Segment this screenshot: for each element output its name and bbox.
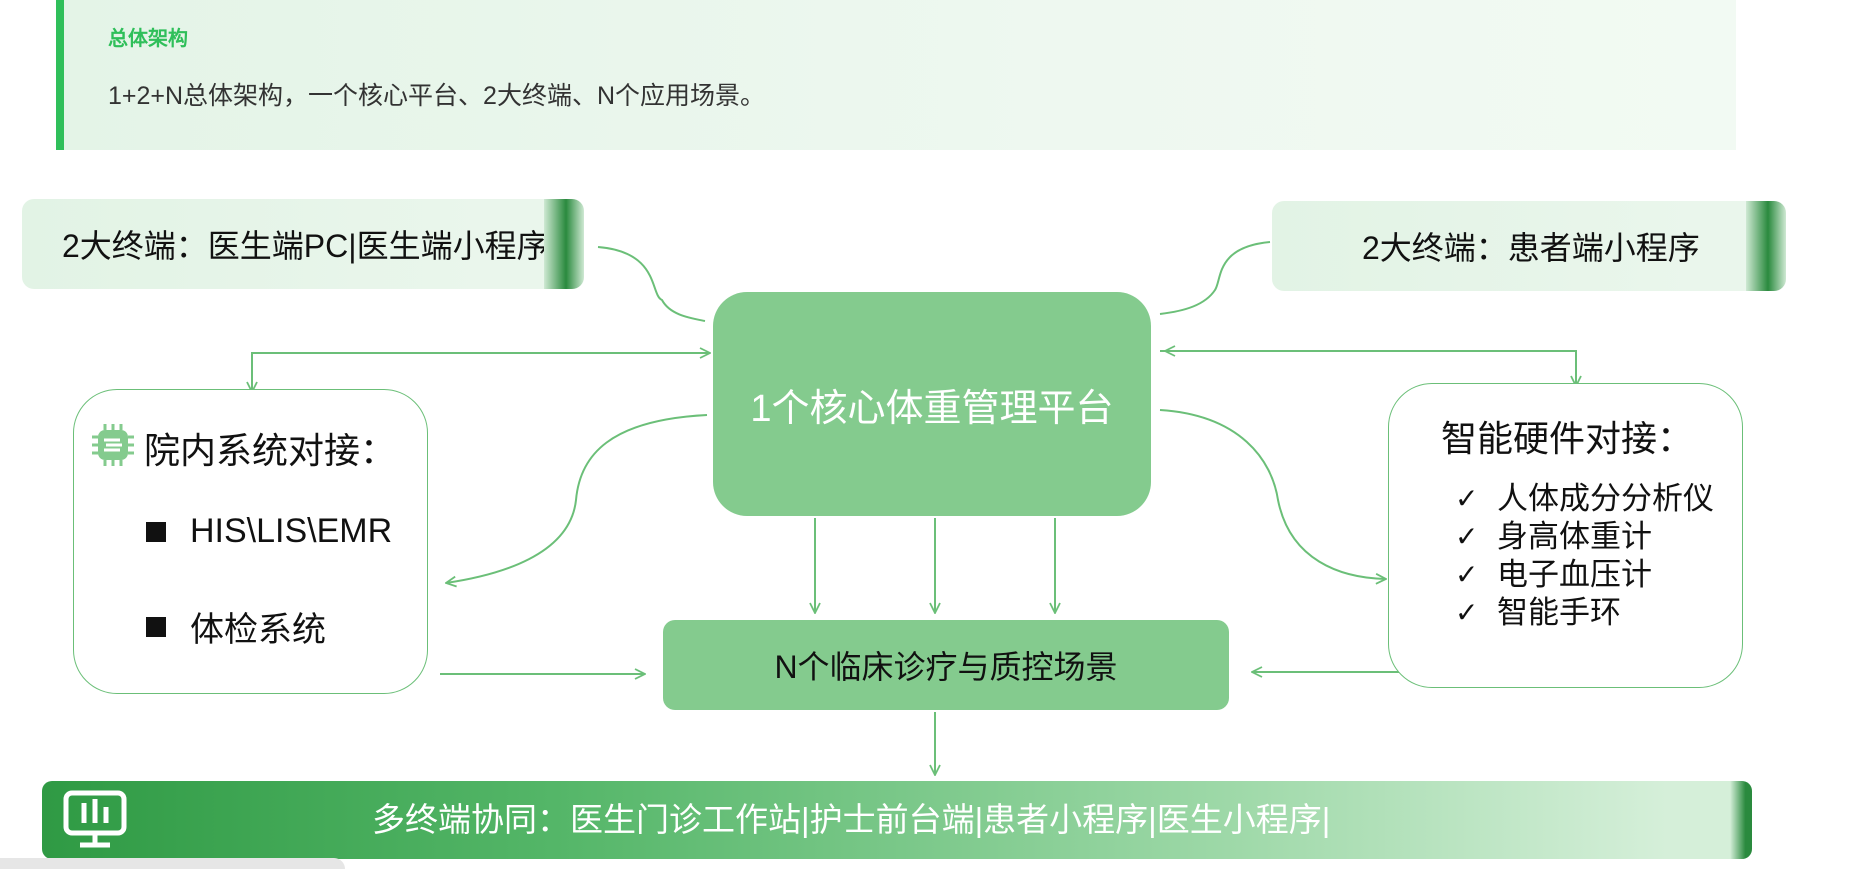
square-bullet-icon	[146, 521, 166, 542]
core-platform-label: 1个核心体重管理平台	[750, 387, 1114, 430]
multi-terminal-banner: 多终端协同：医生门诊工作站|护士前台端|患者小程序|医生小程序|	[42, 781, 1752, 859]
smart-hardware-item-label: 智能手环	[1497, 595, 1621, 630]
connector-chip-icon	[92, 424, 134, 466]
multi-terminal-label: 多终端协同：医生门诊工作站|护士前台端|患者小程序|医生小程序|	[372, 801, 1331, 838]
curve-core-to-hardware	[1159, 409, 1386, 579]
core-platform-box: 1个核心体重管理平台	[713, 292, 1151, 516]
smart-hardware-item: ✓ 人体成分分析仪	[1455, 480, 1714, 518]
clinical-scenarios-box: N个临床诊疗与质控场景	[663, 620, 1229, 710]
hospital-systems-item: HIS\LIS\EMR	[146, 512, 392, 551]
smart-hardware-item: ✓ 智能手环	[1455, 594, 1714, 632]
clinical-scenarios-label: N个临床诊疗与质控场景	[774, 649, 1118, 685]
hospital-systems-title: 院内系统对接：	[144, 430, 397, 471]
smart-hardware-title: 智能硬件对接：	[1441, 418, 1694, 459]
corner-shade	[0, 858, 345, 869]
patient-terminal-banner: 2大终端：患者端小程序	[1272, 201, 1786, 291]
smart-hardware-item-label: 电子血压计	[1497, 557, 1652, 592]
hospital-systems-item-label: HIS\LIS\EMR	[190, 512, 393, 550]
check-icon: ✓	[1455, 597, 1479, 628]
smart-hardware-box: 智能硬件对接： ✓ 人体成分分析仪 ✓ 身高体重计 ✓ 电子血压计 ✓ 智能手环	[1388, 383, 1743, 688]
hospital-systems-box: 院内系统对接： HIS\LIS\EMR 体检系统	[73, 389, 428, 694]
smart-hardware-item-label: 人体成分分析仪	[1497, 481, 1714, 516]
architecture-description: 1+2+N总体架构，一个核心平台、2大终端、N个应用场景。	[108, 82, 766, 110]
patient-terminal-label: 2大终端：患者端小程序	[1362, 230, 1700, 266]
smart-hardware-item: ✓ 电子血压计	[1455, 556, 1714, 594]
monitor-chart-icon	[63, 790, 127, 848]
banner-edge	[1730, 781, 1752, 859]
hospital-systems-item-label: 体检系统	[190, 611, 326, 649]
banner-edge	[1746, 201, 1786, 291]
check-icon: ✓	[1455, 483, 1479, 514]
arrow-core-to-hospital	[252, 352, 710, 392]
curve-core-to-hospital	[446, 414, 708, 583]
section-tag: 总体架构	[108, 28, 188, 50]
doctor-terminal-banner: 2大终端：医生端PC|医生端小程序	[22, 199, 584, 289]
connector-doctor-to-core	[597, 246, 706, 322]
square-bullet-icon	[146, 616, 166, 637]
smart-hardware-item-label: 身高体重计	[1497, 519, 1652, 554]
check-icon: ✓	[1455, 521, 1479, 552]
hospital-systems-item: 体检系统	[146, 602, 326, 651]
smart-hardware-item: ✓ 身高体重计	[1455, 518, 1714, 556]
architecture-header-card: 总体架构 1+2+N总体架构，一个核心平台、2大终端、N个应用场景。	[56, 0, 1736, 150]
connector-patient-to-core	[1159, 241, 1271, 315]
banner-edge	[544, 199, 584, 289]
check-icon: ✓	[1455, 559, 1479, 590]
smart-hardware-list: ✓ 人体成分分析仪 ✓ 身高体重计 ✓ 电子血压计 ✓ 智能手环	[1455, 480, 1714, 632]
arrow-core-to-hardware	[1160, 350, 1576, 386]
doctor-terminal-label: 2大终端：医生端PC|医生端小程序	[62, 228, 549, 264]
